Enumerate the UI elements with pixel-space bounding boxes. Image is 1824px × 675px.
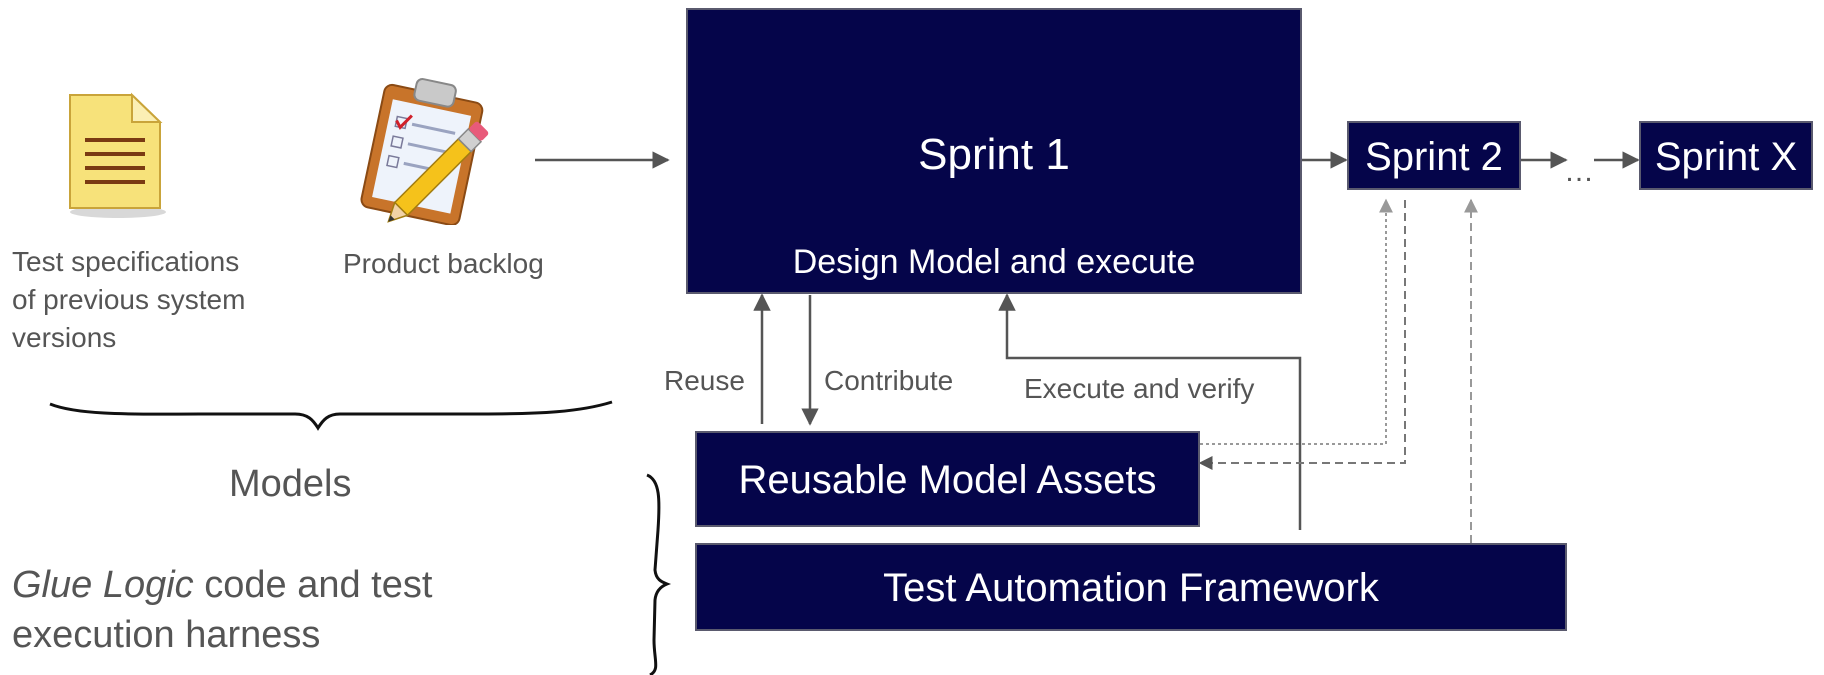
dashed-assets-to-sprint2 — [1200, 198, 1393, 445]
glue-logic-line-2: execution harness — [12, 614, 321, 656]
sprint1-box: Sprint 1 Design Model and execute — [686, 8, 1302, 294]
test-spec-node — [60, 90, 180, 220]
sprint2-box: Sprint 2 — [1347, 121, 1521, 190]
backlog-label: Product backlog — [343, 248, 544, 279]
glue-logic-italic: Glue Logic — [12, 564, 194, 606]
framework-box: Test Automation Framework — [695, 543, 1567, 631]
dashed-sprint2-to-assets — [1198, 200, 1406, 470]
contribute-label: Contribute — [824, 365, 954, 396]
execute-verify-label: Execute and verify — [1024, 373, 1255, 404]
glue-logic-rest-1: code and test — [193, 564, 433, 606]
glue-logic-text: Glue Logic code and test execution harne… — [12, 560, 432, 660]
test-spec-label: Test specifications of previous system v… — [12, 243, 245, 357]
glue-logic-line-1: Glue Logic code and test — [12, 560, 432, 610]
curly-brace-vertical — [646, 473, 672, 675]
test-spec-line-1: Test specifications — [12, 246, 240, 277]
sprint2-title: Sprint 2 — [1365, 135, 1503, 179]
curly-brace-horizontal — [49, 400, 613, 431]
arrow-execute-verify — [998, 293, 1302, 530]
sprintx-box: Sprint X — [1639, 121, 1813, 190]
backlog-node — [345, 75, 505, 227]
framework-title: Test Automation Framework — [883, 566, 1379, 610]
sprint1-title: Sprint 1 — [918, 130, 1070, 179]
reuse-label: Reuse — [664, 365, 745, 396]
sprintx-title: Sprint X — [1654, 135, 1798, 179]
assets-title: Reusable Model Assets — [738, 458, 1157, 502]
models-label: Models — [229, 463, 352, 505]
ellipsis: … — [1564, 155, 1594, 188]
assets-box: Reusable Model Assets — [695, 431, 1200, 527]
document-icon — [69, 92, 166, 218]
clipboard-checklist-icon — [360, 78, 489, 227]
sprint1-subtitle: Design Model and execute — [792, 243, 1196, 281]
test-spec-line-3: versions — [12, 322, 117, 353]
test-spec-line-2: of previous system — [12, 284, 246, 315]
